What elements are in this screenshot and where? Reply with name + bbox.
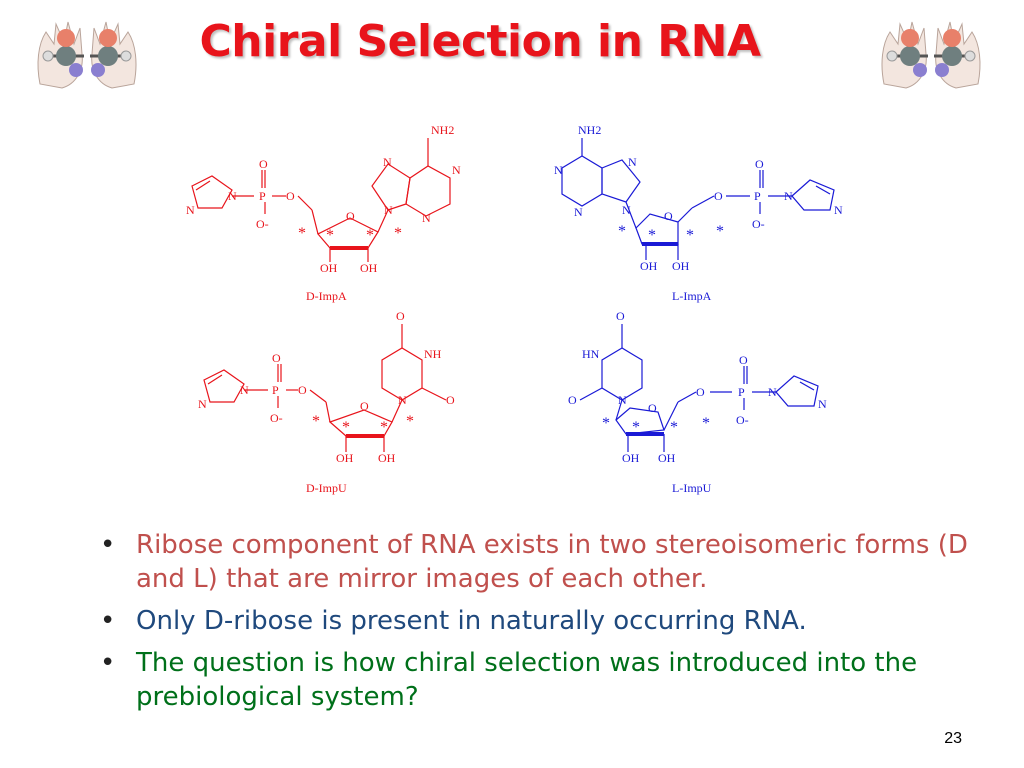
chiral-star: * (366, 227, 374, 244)
bullet-text: Only D-ribose is present in naturally oc… (136, 606, 807, 636)
d-impu-structure (203, 324, 447, 452)
o-label: O (446, 393, 455, 407)
bullet-text: The question is how chiral selection was… (136, 648, 918, 712)
n-label: N (422, 211, 431, 225)
n-label: N (452, 163, 461, 177)
chemical-structures: NH2 N N O P O- O O N N N N OH OH * * * *… (186, 123, 843, 495)
o-label: O (616, 309, 625, 323)
d-impa-labels: NH2 N N O P O- O O N N N N OH OH * * * *… (186, 123, 461, 303)
n-label: N (554, 163, 563, 177)
o-label: O (298, 383, 307, 397)
oh-label: OH (658, 451, 676, 465)
chiral-star: * (618, 223, 626, 240)
o-label: O (696, 385, 705, 399)
o-label: O (360, 399, 369, 413)
o-minus-label: O- (752, 217, 765, 231)
oh-label: OH (336, 451, 354, 465)
n-label: N (628, 155, 637, 169)
chiral-star: * (342, 419, 350, 436)
l-impu-caption: L-ImpU (672, 481, 712, 495)
l-impu-structure (579, 324, 819, 452)
chiral-star: * (686, 227, 694, 244)
chiral-star: * (632, 419, 640, 436)
n-label: N (383, 155, 392, 169)
bullet-list: • Ribose component of RNA exists in two … (100, 528, 1000, 722)
chiral-star: * (702, 415, 710, 432)
n-label: N (622, 203, 631, 217)
n-label: N (228, 189, 237, 203)
oh-label: OH (640, 259, 658, 273)
nh-label: NH (424, 347, 442, 361)
o-minus-label: O- (270, 411, 283, 425)
chiral-star: * (648, 227, 656, 244)
l-impa-structure (561, 138, 835, 260)
n-label: N (198, 397, 207, 411)
chiral-star: * (716, 223, 724, 240)
nh2-label: NH2 (431, 123, 454, 137)
o-label: O (755, 157, 764, 171)
o-label: O (272, 351, 281, 365)
l-impu-labels: O HN O N O OH OH O O P O- N N * * * * L-… (568, 309, 827, 495)
chiral-hands-logo-right (881, 21, 981, 89)
o-label: O (664, 209, 673, 223)
oh-label: OH (378, 451, 396, 465)
n-label: N (768, 385, 777, 399)
bullet-dot: • (100, 606, 116, 636)
p-label: P (754, 189, 761, 203)
n-label: N (618, 393, 627, 407)
o-label: O (286, 189, 295, 203)
chiral-star: * (670, 419, 678, 436)
chiral-star: * (394, 225, 402, 242)
oh-label: OH (360, 261, 378, 275)
slide-title: Chiral Selection in RNA (199, 16, 762, 67)
d-impu-caption: D-ImpU (306, 481, 347, 495)
chiral-star: * (298, 225, 306, 242)
n-label: N (384, 203, 393, 217)
n-label: N (574, 205, 583, 219)
bullet-text: Ribose component of RNA exists in two st… (136, 530, 968, 594)
o-label: O (648, 401, 657, 415)
chiral-star: * (406, 413, 414, 430)
n-label: N (240, 383, 249, 397)
n-label: N (186, 203, 195, 217)
chiral-hands-logo-left (37, 21, 137, 89)
o-label: O (346, 209, 355, 223)
chiral-star: * (326, 227, 334, 244)
p-label: P (259, 189, 266, 203)
oh-label: OH (622, 451, 640, 465)
o-minus-label: O- (736, 413, 749, 427)
o-label: O (714, 189, 723, 203)
nh2-label: NH2 (578, 123, 601, 137)
bullet-item: • The question is how chiral selection w… (100, 646, 1000, 714)
page-number: 23 (944, 730, 962, 747)
bullet-dot: • (100, 648, 116, 678)
l-impa-labels: NH2 N N N N O OH OH O O P O- N N * * * *… (554, 123, 843, 303)
bullet-item: • Only D-ribose is present in naturally … (100, 604, 1000, 638)
bullet-item: • Ribose component of RNA exists in two … (100, 528, 1000, 596)
n-label: N (784, 189, 793, 203)
o-label: O (259, 157, 268, 171)
o-label: O (739, 353, 748, 367)
p-label: P (272, 383, 279, 397)
d-impa-caption: D-ImpA (306, 289, 347, 303)
chiral-star: * (312, 413, 320, 430)
n-label: N (818, 397, 827, 411)
chiral-star: * (380, 419, 388, 436)
hn-label: HN (582, 347, 600, 361)
d-impu-labels: O NH O N N N O P O- O O OH OH * * * * D-… (198, 309, 455, 495)
o-label: O (396, 309, 405, 323)
l-impa-caption: L-ImpA (672, 289, 712, 303)
bullet-dot: • (100, 530, 116, 560)
oh-label: OH (672, 259, 690, 273)
n-label: N (834, 203, 843, 217)
o-label: O (568, 393, 577, 407)
n-label: N (398, 393, 407, 407)
chiral-star: * (602, 415, 610, 432)
oh-label: OH (320, 261, 338, 275)
p-label: P (738, 385, 745, 399)
d-impa-structure (191, 138, 451, 262)
o-minus-label: O- (256, 217, 269, 231)
